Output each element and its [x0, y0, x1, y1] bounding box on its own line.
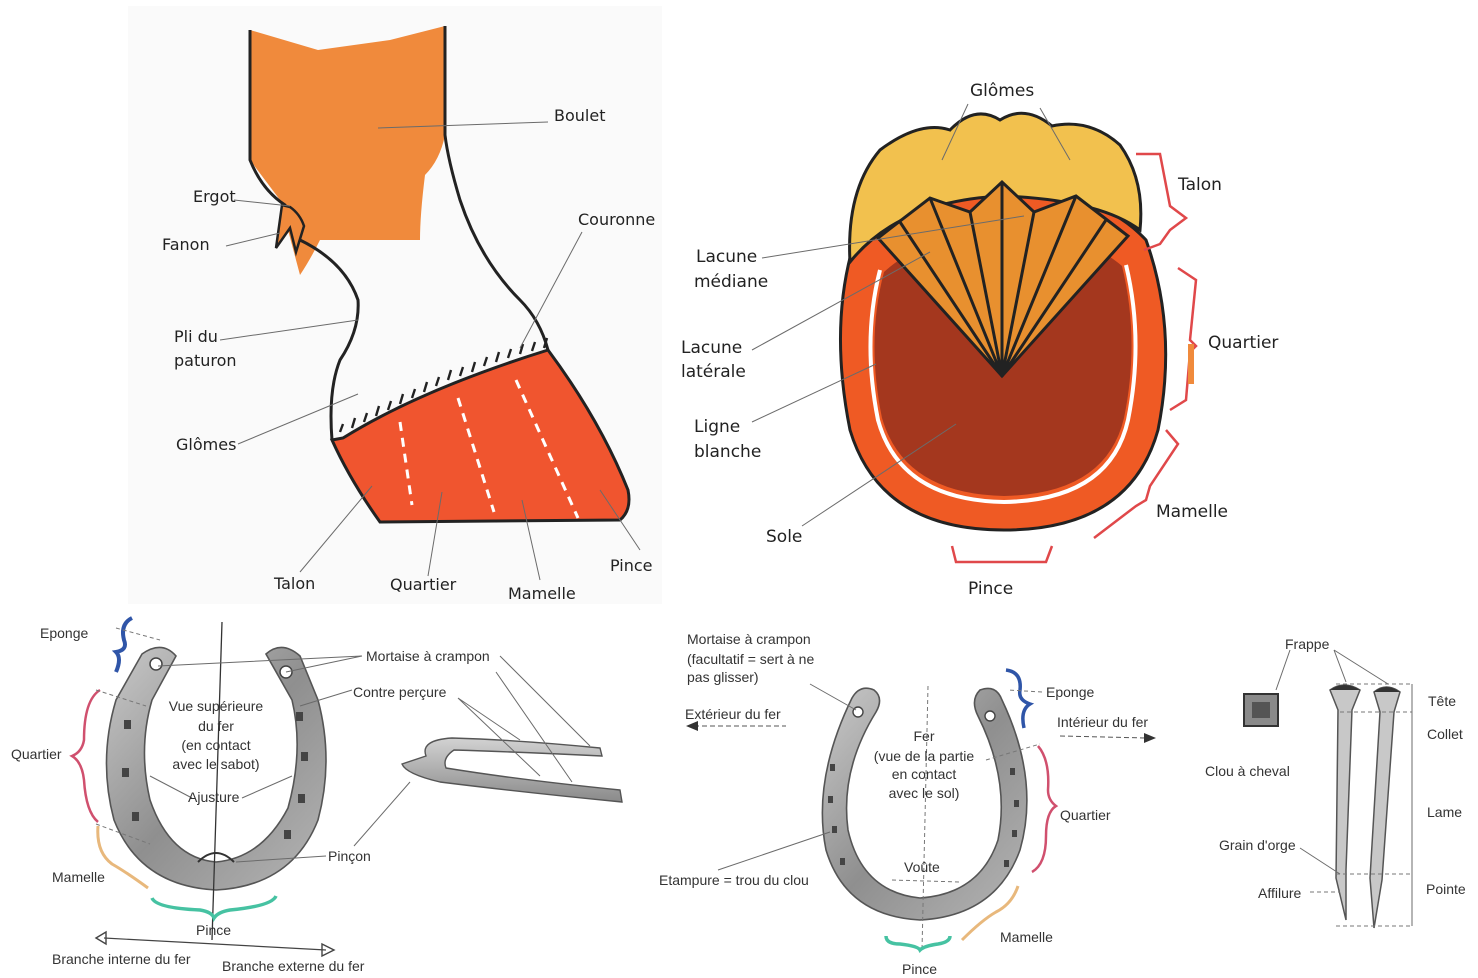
- label-boulet: Boulet: [554, 106, 605, 125]
- label-fer-4: avec le sol): [889, 785, 960, 801]
- label-pince-sole: Pince: [968, 579, 1013, 599]
- label-fer-2: (vue de la partie: [874, 748, 975, 764]
- label-ergot: Ergot: [193, 187, 236, 206]
- label-ligne-blanche-1: Ligne: [694, 417, 740, 437]
- label-pince-side: Pince: [610, 556, 653, 575]
- frappe-leader-1: [1276, 650, 1290, 690]
- mortaise-top-leader: [158, 656, 362, 672]
- nail-head-top-inner: [1252, 702, 1270, 718]
- label-affilure: Affilure: [1258, 885, 1302, 901]
- label-pointe: Pointe: [1426, 881, 1466, 897]
- brace-pince: [152, 896, 276, 918]
- label-fer-1: Fer: [914, 728, 935, 744]
- hoof-sole-view: Glômes Talon Lacune médiane Lacune latér…: [681, 81, 1278, 599]
- label-interieur: Intérieur du fer: [1057, 714, 1148, 730]
- label-eponge-bottom: Eponge: [1046, 684, 1094, 700]
- label-branche-externe: Branche externe du fer: [222, 958, 365, 974]
- nail-right: [1370, 687, 1400, 928]
- label-sole: Sole: [766, 527, 802, 547]
- interieur-arrowhead: [1144, 733, 1156, 743]
- label-ligne-blanche-2: blanche: [694, 442, 761, 462]
- label-fer-3: en contact: [892, 766, 957, 782]
- nail-left: [1330, 685, 1360, 920]
- bracket-quartier: [1170, 268, 1196, 410]
- label-vue-4: avec le sabot): [172, 756, 259, 772]
- mortaise-left-hole: [150, 658, 162, 670]
- label-exterieur: Extérieur du fer: [685, 706, 781, 722]
- label-tete: Tête: [1428, 693, 1456, 709]
- label-ajusture: Ajusture: [188, 789, 240, 805]
- label-quartier-top: Quartier: [11, 746, 62, 762]
- label-voute: Voûte: [904, 859, 940, 875]
- eponge-bottom-leader: [1008, 690, 1042, 692]
- label-grain: Grain d'orge: [1219, 837, 1296, 853]
- label-pince-bottom: Pince: [902, 961, 937, 977]
- label-pli-line2: paturon: [174, 351, 237, 370]
- label-mamelle-side: Mamelle: [508, 584, 576, 603]
- quartier-marker: [1188, 344, 1194, 384]
- label-clou: Clou à cheval: [1205, 763, 1290, 779]
- mortaise-bottom-left: [853, 707, 863, 717]
- label-mortaise-bottom-1: Mortaise à crampon: [687, 631, 811, 647]
- bracket-pince: [952, 546, 1052, 562]
- label-mamelle-sole: Mamelle: [1156, 502, 1228, 522]
- label-frappe: Frappe: [1285, 636, 1330, 652]
- label-lacune-laterale-2: latérale: [681, 362, 746, 382]
- brace-pince-bottom: [886, 936, 950, 950]
- pincon-side-leader: [354, 782, 410, 846]
- label-mortaise-bottom-3: pas glisser): [687, 669, 759, 685]
- branch-arrow: [104, 938, 326, 950]
- mortaise-side-leader: [496, 656, 590, 782]
- label-couronne: Couronne: [578, 210, 655, 229]
- label-lacune-laterale-1: Lacune: [681, 338, 742, 358]
- label-lame: Lame: [1427, 804, 1462, 820]
- label-quartier-sole: Quartier: [1208, 333, 1278, 353]
- label-glomes-side: Glômes: [176, 435, 236, 454]
- label-contre-percure: Contre perçure: [353, 684, 447, 700]
- shoe-bottom-view: Mortaise à crampon (facultatif = sert à …: [659, 631, 1156, 977]
- nail-view: Frappe Tête Collet Clou à cheval Lame Gr…: [1205, 636, 1466, 928]
- shoe-top-axis: [212, 622, 222, 940]
- brace-eponge: [116, 618, 132, 672]
- label-vue-3: (en contact: [181, 737, 250, 753]
- shoe-bottom-body: [822, 688, 1027, 920]
- brace-quartier-bottom: [1032, 746, 1056, 872]
- contre-percure-side-leader: [458, 698, 540, 776]
- interieur-arrow: [1060, 736, 1146, 738]
- frappe-leader-2: [1334, 650, 1388, 684]
- label-mortaise-top: Mortaise à crampon: [366, 648, 490, 664]
- brace-quartier: [72, 690, 100, 822]
- label-vue-2: du fer: [198, 718, 234, 734]
- label-branche-interne: Branche interne du fer: [52, 951, 191, 967]
- label-mamelle-top: Mamelle: [52, 869, 105, 885]
- label-quartier-bottom: Quartier: [1060, 807, 1111, 823]
- label-mamelle-bottom: Mamelle: [1000, 929, 1053, 945]
- label-fanon: Fanon: [162, 235, 210, 254]
- label-talon-side: Talon: [273, 574, 315, 593]
- label-glomes-sole: Glômes: [970, 81, 1034, 101]
- etampure-leader: [718, 832, 830, 870]
- label-pli-line1: Pli du: [174, 327, 218, 346]
- label-vue-1: Vue supérieure: [169, 698, 264, 714]
- label-etampure: Etampure = trou du clou: [659, 872, 809, 888]
- exterieur-arrowhead: [686, 721, 698, 731]
- label-collet: Collet: [1427, 726, 1463, 742]
- label-mortaise-bottom-2: (facultatif = sert à ne: [687, 651, 814, 667]
- label-quartier-side: Quartier: [390, 575, 457, 594]
- label-lacune-mediane-2: médiane: [694, 272, 768, 292]
- label-pincon: Pinçon: [328, 848, 371, 864]
- mortaise-bottom-right: [985, 711, 995, 721]
- label-eponge-top: Eponge: [40, 625, 88, 641]
- shoe-side-profile: [402, 738, 622, 802]
- grain-leader: [1300, 848, 1340, 874]
- shoe-top-view: Eponge Mortaise à crampon Contre perçure…: [11, 618, 622, 974]
- hoof-side-view: Boulet Ergot Fanon Couronne Pli du patur…: [128, 6, 662, 604]
- voute-dash: [892, 880, 960, 882]
- label-talon-sole: Talon: [1177, 175, 1222, 195]
- label-lacune-mediane-1: Lacune: [696, 247, 757, 267]
- label-pince-top: Pince: [196, 922, 231, 938]
- mortaise-bottom-leader: [810, 684, 856, 710]
